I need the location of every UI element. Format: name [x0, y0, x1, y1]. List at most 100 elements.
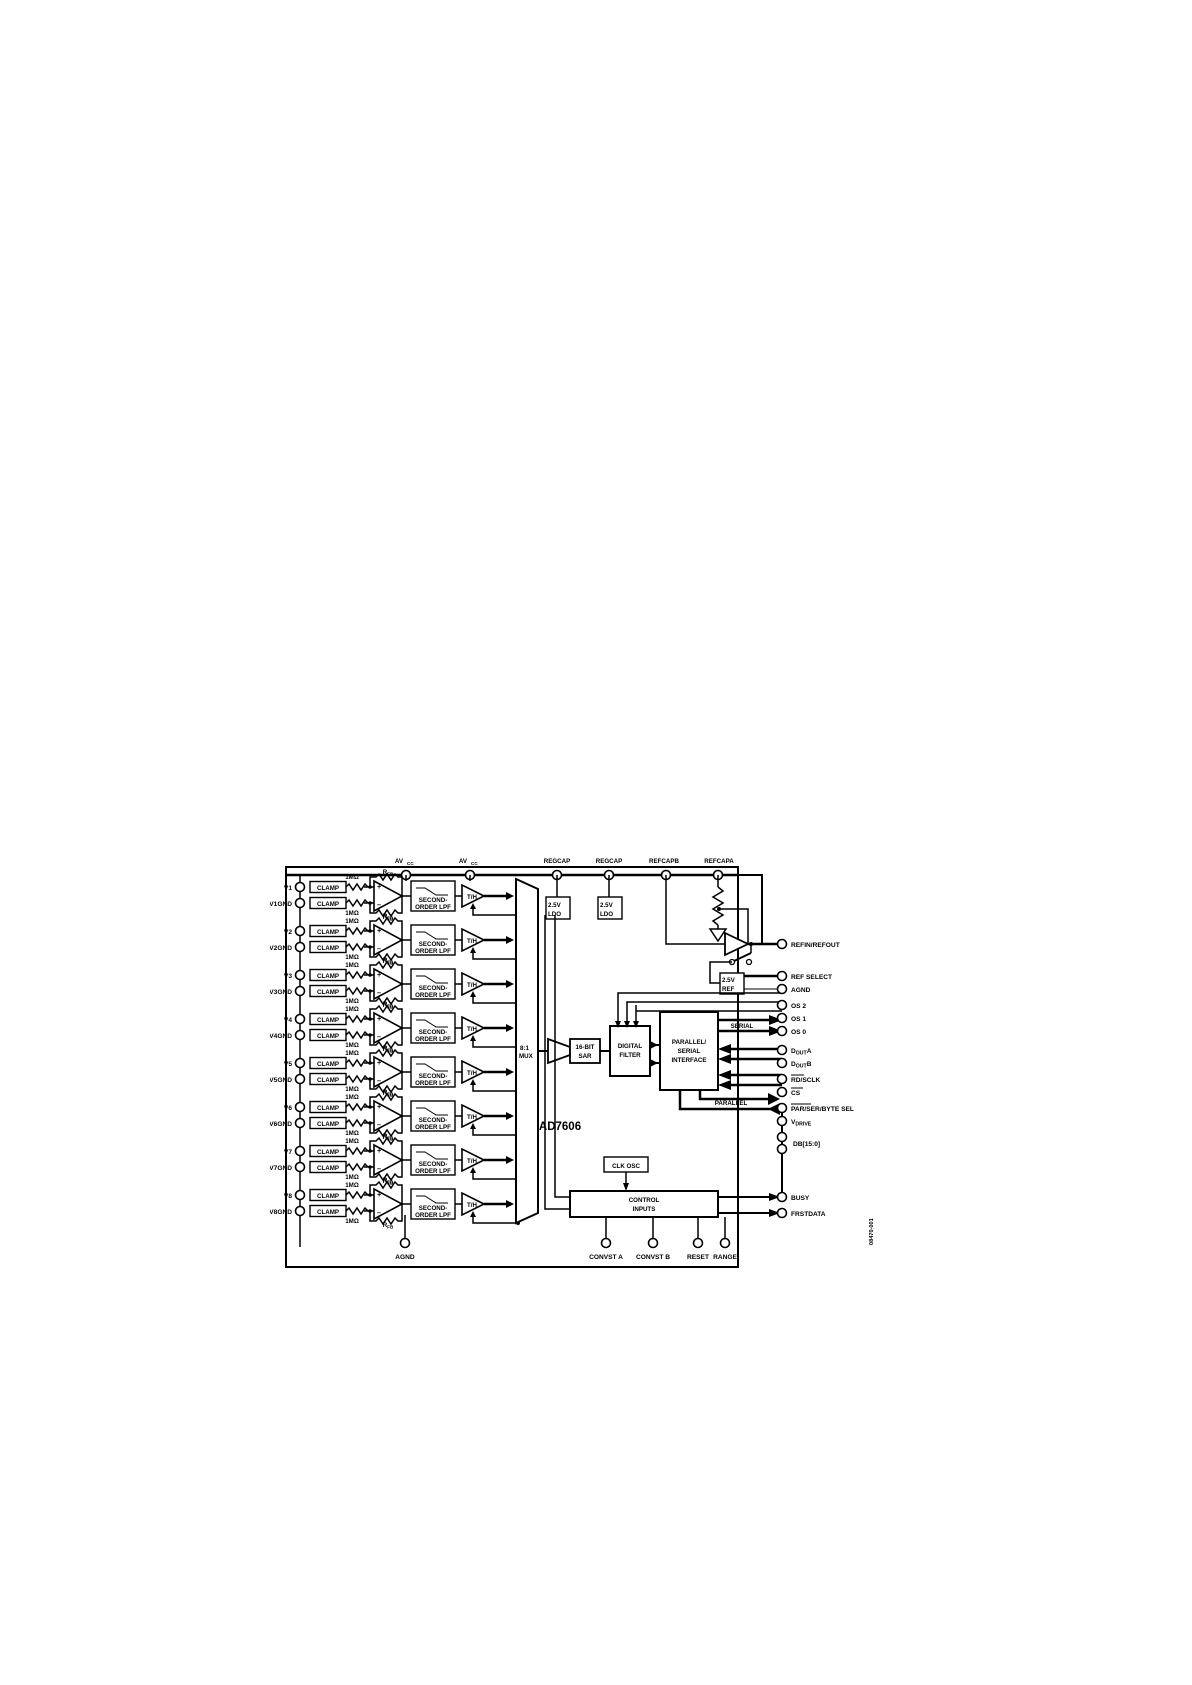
clamp-label: CLAMP	[317, 1193, 339, 1200]
track-hold-amp	[461, 927, 486, 953]
figure-id-label: 08470-001	[869, 1218, 875, 1245]
pin-dout-b[interactable]: DOUTB	[776, 1057, 812, 1070]
pin-v1gnd[interactable]	[294, 897, 306, 909]
ad7606-functional-block-diagram: AV CC AV CC REGCAP REGCAP REFCAPB REFCAP…	[270, 845, 890, 1295]
clamp-label: CLAMP	[317, 989, 339, 996]
pin-convst-b[interactable]: CONVST B	[636, 1237, 670, 1262]
pin-dout-a[interactable]: DOUTA	[776, 1044, 812, 1057]
pin-reset[interactable]: RESET	[687, 1237, 709, 1262]
filter-label-2: FILTER	[619, 1052, 641, 1059]
input-amplifier	[373, 1143, 404, 1177]
th-label: T/H	[467, 938, 477, 945]
clamp-label: CLAMP	[317, 929, 339, 936]
channel-label-in: V3	[284, 973, 292, 980]
pin-v3gnd[interactable]	[294, 985, 306, 997]
track-hold-amp	[461, 1015, 486, 1041]
amp-minus: –	[377, 944, 381, 953]
clamp-label: CLAMP	[317, 1209, 339, 1216]
top-pin-label: AV	[395, 858, 404, 865]
pin-circle	[776, 1073, 788, 1085]
pin-db15-0[interactable]: DB[15:0]	[776, 1131, 821, 1155]
pin-v2[interactable]	[294, 925, 306, 937]
pin-label: BUSY	[791, 1195, 810, 1202]
clamp-label: CLAMP	[317, 885, 339, 892]
channel-label-in: V7	[284, 1149, 292, 1156]
channel-2: V2 V2GND CLAMP CLAMP 1MΩ 1MΩ + –	[270, 913, 520, 966]
channel-label-gnd: V1GND	[270, 901, 292, 908]
pin-v6gnd[interactable]	[294, 1117, 306, 1129]
amp-minus: –	[377, 1164, 381, 1173]
pin-par-ser-byte-sel[interactable]: PAR/SER/BYTE SEL	[776, 1102, 854, 1114]
rfb-label: RFB	[383, 957, 394, 965]
pin-circle	[647, 1237, 659, 1249]
top-pin-sub: CC	[407, 861, 414, 866]
track-hold-amp	[461, 1147, 486, 1173]
pin-rd-sclk[interactable]: RD/SCLK	[776, 1073, 821, 1085]
clamp-label: CLAMP	[317, 1149, 339, 1156]
resistor-value: 1MΩ	[345, 1006, 359, 1013]
pin-v8[interactable]	[294, 1189, 306, 1201]
channel-label-gnd: V6GND	[270, 1121, 292, 1128]
pin-v5gnd[interactable]	[294, 1073, 306, 1085]
th-ctrl-arrow	[470, 991, 476, 997]
input-amplifier	[373, 1011, 404, 1045]
interface-box	[659, 1011, 719, 1091]
pin-ref-select[interactable]: REF SELECT	[776, 970, 833, 982]
os2-wire-h	[617, 992, 782, 1005]
pin-v4gnd[interactable]	[294, 1029, 306, 1041]
sar-box	[569, 1038, 601, 1064]
sar-label-2: SAR	[578, 1053, 592, 1060]
feedback-bottom	[369, 1028, 403, 1050]
pin-v5[interactable]	[294, 1057, 306, 1069]
pin-v6[interactable]	[294, 1101, 306, 1113]
lpf-label-2: ORDER LPF	[415, 1168, 451, 1175]
lpf-curve-icon	[416, 1195, 448, 1204]
pin-v2gnd[interactable]	[294, 941, 306, 953]
pin-circle	[776, 938, 788, 950]
pin-refin-refout[interactable]: REFIN/REFOUT	[776, 938, 840, 950]
channel-label-in: V8	[284, 1193, 292, 1200]
control-to-th-bus2	[544, 915, 570, 1210]
pin-v8gnd[interactable]	[294, 1205, 306, 1217]
pin-vdrive[interactable]: VDRIVE	[776, 1115, 812, 1128]
resistor-value: 1MΩ	[345, 1174, 359, 1181]
th-label: T/H	[467, 1202, 477, 1209]
parallel-arrow-out	[768, 1093, 780, 1105]
pin-agnd-right[interactable]: AGND	[776, 983, 811, 995]
rfb-label: RFB	[383, 1134, 394, 1142]
series-resistor-n	[345, 898, 369, 908]
serial-out-b-arrow	[769, 1026, 782, 1036]
pin-v7gnd[interactable]	[294, 1161, 306, 1173]
resistor-value: 1MΩ	[345, 1086, 359, 1093]
lpf-label-2: ORDER LPF	[415, 904, 451, 911]
pin-os0[interactable]: OS 0	[776, 1025, 807, 1037]
amp-minus: –	[377, 900, 381, 909]
pin-v3[interactable]	[294, 969, 306, 981]
feedback-bottom	[369, 940, 403, 962]
pin-convst-a[interactable]: CONVST A	[589, 1237, 623, 1262]
th-ctrl-arrow	[470, 1211, 476, 1217]
vdrive-arrow	[718, 1080, 731, 1090]
pin-circle	[600, 1237, 612, 1249]
pin-range[interactable]: RANGE	[713, 1237, 738, 1262]
os1-wire-h	[626, 1001, 782, 1005]
pin-agnd-bottom[interactable]: AGND	[395, 1215, 415, 1261]
input-amplifier	[373, 967, 404, 1001]
pin-v7[interactable]	[294, 1145, 306, 1157]
pin-os1[interactable]: OS 1	[776, 1012, 807, 1024]
feedback-top	[369, 872, 403, 896]
pin-circle	[719, 1237, 731, 1249]
reference-section: 2.5V REF	[665, 874, 782, 995]
pin-v4[interactable]	[294, 1013, 306, 1025]
pin-frstdata[interactable]: FRSTDATA	[776, 1207, 826, 1219]
pin-os2[interactable]: OS 2	[776, 999, 807, 1011]
feedback-top	[369, 916, 403, 940]
pin-v1[interactable]	[294, 881, 306, 893]
lpf-curve-icon	[416, 1107, 448, 1116]
pin-busy[interactable]: BUSY	[776, 1191, 810, 1203]
pin-cs[interactable]: CS	[776, 1086, 804, 1098]
amp-plus: +	[377, 1146, 381, 1155]
pin-circle	[399, 1237, 411, 1249]
mux-in-arrow	[506, 980, 514, 988]
resistor-value: 1MΩ	[345, 1050, 359, 1057]
